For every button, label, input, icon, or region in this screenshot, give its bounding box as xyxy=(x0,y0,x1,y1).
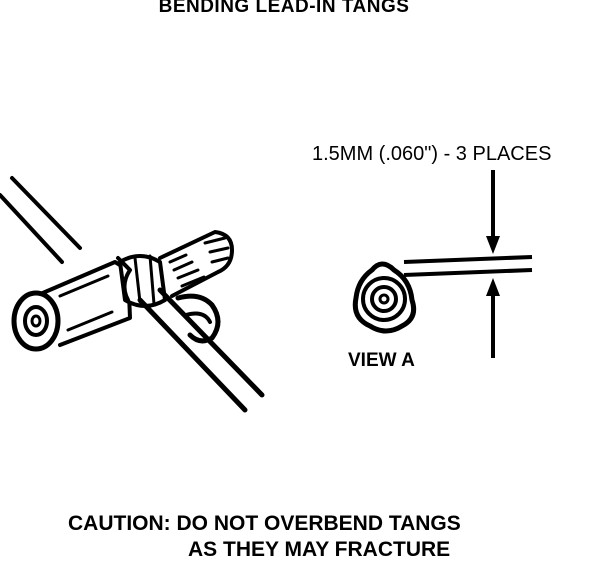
caution-line-2: AS THEY MAY FRACTURE xyxy=(188,538,451,561)
terminal-illustration xyxy=(0,176,265,413)
dimension-label: 1.5MM (.060") - 3 PLACES xyxy=(312,143,552,165)
view-a-end-view xyxy=(352,261,417,334)
caution-line-1: CAUTION: DO NOT OVERBEND TANGS xyxy=(68,512,461,535)
dimension-lines xyxy=(403,170,533,358)
diagram-title: BENDING LEAD-IN TANGS xyxy=(158,0,410,17)
view-label: VIEW A xyxy=(348,350,415,371)
